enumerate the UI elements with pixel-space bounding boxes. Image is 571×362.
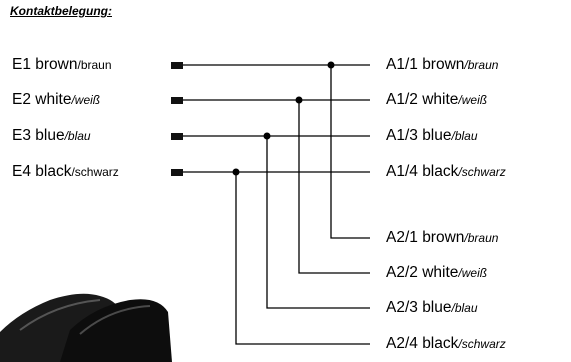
input-label-sub: /blau xyxy=(64,129,91,143)
terminal-e3 xyxy=(171,133,183,140)
input-label-sub: /schwarz xyxy=(71,165,119,179)
output-label-sub: /braun xyxy=(464,231,499,245)
input-label-main: E2 white xyxy=(12,91,72,108)
output-label-sub: /schwarz xyxy=(458,337,506,351)
wire-branch-a2-4 xyxy=(235,172,370,345)
output-label-a2-4: A2/4 black/schwarz xyxy=(386,335,506,353)
output-label-a1-4: A1/4 black/schwarz xyxy=(386,163,506,181)
output-label-a1-1: A1/1 brown/braun xyxy=(386,56,498,74)
output-label-sub: /braun xyxy=(464,58,499,72)
output-label-a1-3: A1/3 blue/blau xyxy=(386,127,478,145)
output-label-a2-2: A2/2 white/weiß xyxy=(386,264,487,282)
input-label-sub: /weiß xyxy=(71,93,101,107)
diagram-title: Kontaktbelegung: xyxy=(10,4,112,18)
input-label-sub: /braun xyxy=(77,58,112,72)
input-label-e1: E1 brown/braun xyxy=(12,56,112,74)
output-label-main: A1/1 brown xyxy=(386,56,465,73)
output-label-a1-2: A1/2 white/weiß xyxy=(386,91,487,109)
input-label-main: E3 blue xyxy=(12,127,65,144)
output-label-main: A1/2 white xyxy=(386,91,459,108)
wire-branch-a2-2 xyxy=(298,100,370,274)
output-label-sub: /schwarz xyxy=(458,165,506,179)
output-label-main: A2/1 brown xyxy=(386,229,465,246)
output-label-sub: /blau xyxy=(451,301,478,315)
wire-branch-a2-1 xyxy=(330,65,370,239)
terminal-e2 xyxy=(171,97,183,104)
output-label-sub: /weiß xyxy=(458,93,488,107)
terminal-e4 xyxy=(171,169,183,176)
junction-dot-3 xyxy=(263,132,271,140)
input-label-e2: E2 white/weiß xyxy=(12,91,100,109)
input-label-e4: E4 black/schwarz xyxy=(12,163,119,181)
output-label-main: A1/4 black xyxy=(386,163,459,180)
output-label-sub: /blau xyxy=(451,129,478,143)
output-label-main: A2/4 black xyxy=(386,335,459,352)
output-label-main: A1/3 blue xyxy=(386,127,452,144)
input-label-main: E1 brown xyxy=(12,56,78,73)
terminal-e1 xyxy=(171,62,183,69)
connector-image xyxy=(0,293,172,362)
input-label-main: E4 black xyxy=(12,163,72,180)
output-label-a2-3: A2/3 blue/blau xyxy=(386,299,478,317)
wire-branch-a2-3 xyxy=(266,136,370,309)
junction-dot-2 xyxy=(295,96,303,104)
output-label-main: A2/3 blue xyxy=(386,299,452,316)
output-label-main: A2/2 white xyxy=(386,264,459,281)
junction-dot-1 xyxy=(327,61,335,69)
input-label-e3: E3 blue/blau xyxy=(12,127,91,145)
output-label-a2-1: A2/1 brown/braun xyxy=(386,229,498,247)
junction-dot-4 xyxy=(232,168,240,176)
output-label-sub: /weiß xyxy=(458,266,488,280)
